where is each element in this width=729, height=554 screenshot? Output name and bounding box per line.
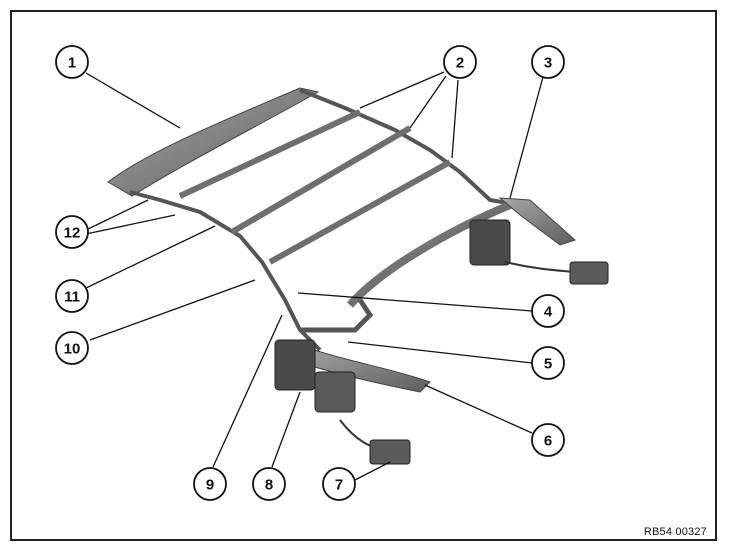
left-rear-link [300, 298, 374, 333]
front-roof-header [107, 87, 320, 197]
callout-label-9: 9 [206, 477, 214, 494]
leader-lines [85, 71, 544, 482]
leader-10 [89, 279, 256, 341]
callout-6: 6 [531, 423, 565, 457]
callout-label-11: 11 [64, 289, 80, 306]
leader-6 [424, 384, 533, 434]
roof-bow-c [268, 159, 452, 265]
left-main-bearing [274, 339, 316, 391]
leader-12a [85, 199, 149, 231]
leader-7 [352, 461, 391, 482]
roof-bow-b [230, 125, 412, 235]
right-main-bearing [469, 219, 511, 266]
callout-label-1: 1 [68, 55, 76, 72]
callout-label-7: 7 [335, 477, 343, 494]
tension-bow [297, 344, 431, 393]
callout-10: 10 [55, 331, 89, 365]
right-rear-pillar [498, 197, 576, 246]
left-link-bracket [314, 371, 356, 413]
callout-label-5: 5 [544, 356, 552, 373]
callout-label-10: 10 [64, 341, 81, 358]
leader-12b [85, 214, 176, 235]
callout-1: 1 [55, 45, 89, 79]
reference-code: RB54 00327 [643, 526, 707, 538]
leader-11 [85, 225, 216, 289]
diagram-frame [10, 10, 717, 541]
rear-bow [346, 201, 512, 308]
callout-label-8: 8 [265, 477, 273, 494]
callout-label-2: 2 [456, 55, 464, 72]
callout-5: 5 [531, 346, 565, 380]
leader-8 [271, 391, 301, 468]
callout-11: 11 [55, 279, 89, 313]
roof-bow-a [178, 109, 362, 199]
right-side-rail [299, 88, 521, 207]
leader-1 [85, 72, 181, 129]
leader-2c [451, 79, 459, 159]
callout-label-12: 12 [64, 225, 81, 242]
right-hydraulic-line [504, 261, 576, 273]
leader-5 [347, 341, 533, 364]
leader-4 [297, 292, 533, 312]
leader-2a [359, 71, 445, 109]
leader-2b [409, 75, 447, 129]
callout-12: 12 [55, 215, 89, 249]
callout-9: 9 [193, 467, 227, 501]
left-side-rail [129, 190, 322, 352]
left-hydraulic-unit [369, 439, 411, 465]
callout-4: 4 [531, 294, 565, 328]
right-hydraulic-unit [569, 261, 609, 285]
callout-label-6: 6 [544, 433, 552, 450]
callout-label-3: 3 [544, 55, 552, 72]
callout-label-4: 4 [544, 304, 553, 321]
callout-2: 2 [443, 45, 477, 79]
leader-3 [509, 76, 544, 199]
callout-3: 3 [531, 45, 565, 79]
callout-7: 7 [322, 467, 356, 501]
leader-9 [212, 314, 283, 468]
callout-8: 8 [252, 467, 286, 501]
